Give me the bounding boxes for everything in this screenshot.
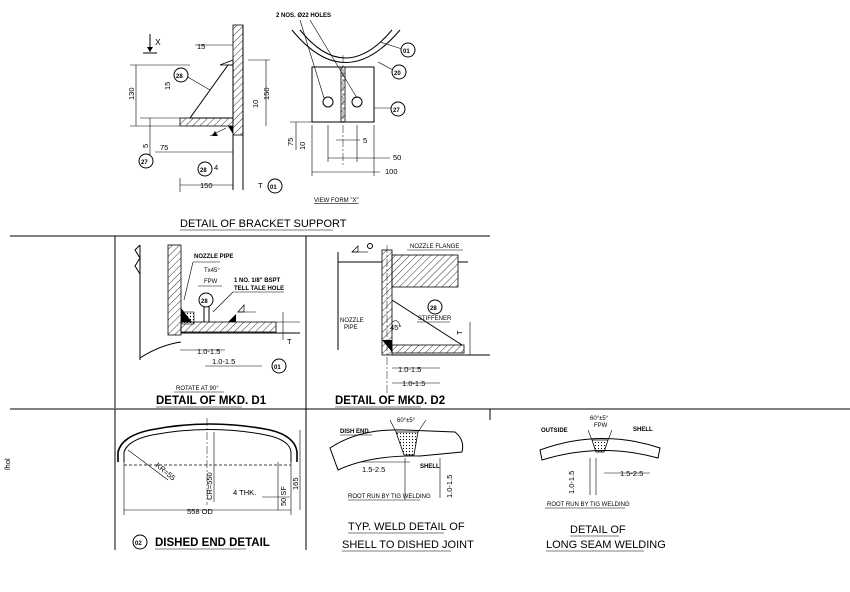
long-seam-drawing: OUTSIDE SHELL 60°±5° FPW 1.0-1.5 1.5-2.5… [539,416,661,509]
dished-end-drawing: KR=55 CR=550 4 THK. 50 SF 165 558 OD [117,418,301,516]
d2-title: DETAIL OF MKD. D2 [335,395,445,407]
view-marker: X [155,37,161,47]
shell-dished-title-1: TYP. WELD DETAIL OF [348,521,465,533]
mark-27-b: 27 [393,108,400,114]
long-seam-title-1: DETAIL OF [570,524,626,536]
long-seam-angle: 60°±5° [590,416,609,422]
d2-nozzle-pipe-2: PIPE [344,325,358,331]
dim-15-top: 15 [197,42,205,51]
mark-28-b: 28 [200,168,207,174]
dim-10-r: 10 [298,142,307,150]
holes-note: 2 NOS. Ø22 HOLES [276,13,331,19]
dim-4: 4 [214,163,218,172]
mkd-d1-drawing: T NOZZLE PIPE Tx45° FPW 1 NO. 1/8" BSPT … [134,244,300,374]
d2-dim2: 1.0-1.5 [402,379,425,388]
d2-nozzle-pipe-1: NOZZLE [340,318,364,324]
shell-dished-note: ROOT RUN BY TIG WELDING [348,494,431,500]
mark-28-a: 28 [176,74,183,80]
dim-10-v: 10 [251,100,260,108]
dished-thk: 4 THK. [233,488,256,497]
d1-nozzle-pipe: NOZZLE PIPE [194,254,233,260]
shell-dished-angle: 60°±5° [397,418,416,424]
dim-5-r: 5 [363,136,367,145]
view-label: VIEW FORM "X" [314,198,359,204]
mkd-d2-drawing: NOZZLE FLANGE STIFFENER 28 NOZZLE PIPE 4… [337,243,490,395]
dim-75: 75 [160,143,168,152]
d1-dim-t: T [287,337,292,346]
shell-dished-title-2: SHELL TO DISHED JOINT [342,539,474,551]
shell-dished-shell: SHELL [420,464,440,470]
dished-mark: 02 [135,541,142,547]
long-seam-note: ROOT RUN BY TIG WELDING [547,502,630,508]
long-seam-root: 1.0-1.5 [567,471,576,494]
d1-dim2: 1.0-1.5 [212,357,235,366]
dim-75-r: 75 [286,138,295,146]
dim-50: 50 [393,153,401,162]
long-seam-fpw: FPW [594,423,608,429]
long-seam-outside: OUTSIDE [541,428,568,434]
dim-5: 5 [141,144,150,148]
dim-t: T [258,181,263,190]
shell-dished-root: 1.0-1.5 [445,475,454,498]
bracket-side-view: X 15 130 15 150 10 5 75 4 150 T [127,24,283,194]
d1-title: DETAIL OF MKD. D1 [156,395,267,407]
d2-nozzle-flange: NOZZLE FLANGE [410,244,459,250]
dim-15-side: 15 [163,82,172,90]
dim-150-h: 150 [200,181,213,190]
bracket-title: DETAIL OF BRACKET SUPPORT [180,218,347,230]
long-seam-shell: SHELL [633,427,653,433]
long-seam-title-2: LONG SEAM WELDING [546,539,666,551]
mark-27-a: 27 [141,160,148,166]
dished-title: DISHED END DETAIL [155,537,270,549]
weld-shell-dished-drawing: 60°±5° DISH END SHELL 1.5-2.5 1.0-1.5 RO… [329,418,464,501]
dished-kr: KR=55 [154,461,178,483]
d2-stiffener: STIFFENER [418,316,452,322]
sheet-grid [10,235,850,550]
dim-100: 100 [385,167,398,176]
dished-cr: CR=550 [205,472,214,500]
d2-mark-28: 28 [430,306,437,312]
shell-dished-gap: 1.5-2.5 [362,465,385,474]
d2-dim-t: T [455,330,464,335]
dim-130: 130 [127,87,136,100]
shell-dished-dish-end: DISH END [340,429,369,435]
dished-165: 165 [291,477,300,490]
dished-mark-circle [132,534,148,550]
d1-tell-tale: 1 NO. 1/8" BSPT [234,278,281,284]
d1-mark-28: 28 [201,299,208,305]
d1-mark-01: 01 [274,365,281,371]
dim-150-v: 150 [262,87,271,100]
d2-angle: 45° [390,323,401,332]
d1-subtitle: ROTATE AT 90° [176,386,219,392]
d1-fpw: FPW [204,279,218,285]
mark-20: 20 [394,71,401,77]
d1-chamfer: Tx45° [204,268,220,274]
mark-01-b: 01 [403,49,410,55]
dished-sf: 50 SF [279,486,288,506]
bracket-view-x: 2 NOS. Ø22 HOLES 75 10 5 50 100 01 20 [276,13,416,204]
long-seam-gap: 1.5-2.5 [620,469,643,478]
dished-od: 558 OD [187,507,213,516]
d1-tell-tale-2: TELL TALE HOLE [234,286,284,292]
margin-note: ſhol [3,458,12,470]
mark-01-a: 01 [270,185,277,191]
d2-dim1: 1.0-1.5 [398,365,421,374]
d1-dim1: 1.0-1.5 [197,347,220,356]
